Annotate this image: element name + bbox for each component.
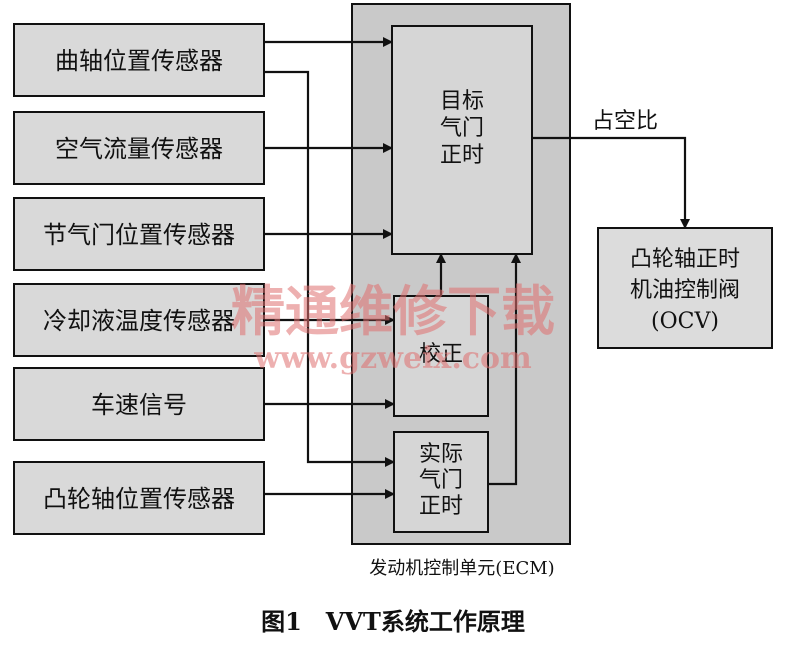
ocv-line3: (OCV) (651, 309, 719, 334)
sensor-label-crankshaft: 曲轴位置传感器 (55, 47, 223, 75)
sensor-box-speed (13, 367, 265, 441)
actual-timing-line2: 气门 (419, 468, 463, 493)
target-timing-line3: 正时 (440, 143, 484, 168)
sensor-label-throttle: 节气门位置传感器 (43, 221, 235, 249)
actual-timing-line3: 正时 (419, 494, 463, 519)
sensor-label-camshaft: 凸轮轴位置传感器 (43, 485, 235, 513)
sensor-box-airflow (13, 111, 265, 185)
target-timing-block (391, 25, 533, 255)
correction-label: 校正 (419, 342, 463, 367)
target-timing-line1: 目标 (440, 89, 484, 114)
target-timing-line2: 气门 (440, 116, 484, 141)
arrow-duty-to-ocv (532, 136, 690, 229)
sensor-box-coolant (13, 283, 265, 357)
watermark-url: www.gzweix.com (253, 341, 532, 376)
actual-timing-block (393, 431, 489, 533)
watermark-name: 精通维修下载 (231, 279, 555, 343)
sensor-box-camshaft (13, 461, 265, 535)
ecm-label: 发动机控制单元(ECM) (369, 558, 554, 579)
sensor-box-crankshaft (13, 23, 265, 97)
sensor-label-coolant: 冷却液温度传感器 (43, 307, 235, 335)
arrow-actual-to-target (488, 253, 521, 486)
figure-caption: 图1 VVT系统工作原理 (261, 607, 525, 636)
sensor-label-speed: 车速信号 (91, 391, 187, 419)
ocv-line2: 机油控制阀 (630, 278, 740, 303)
ocv-box (597, 227, 773, 349)
ocv-line1: 凸轮轴正时 (630, 247, 740, 272)
duty-ratio-label: 占空比 (592, 109, 658, 134)
arrow-crankshaft-to-actual (264, 70, 395, 467)
correction-block (393, 295, 489, 417)
actual-timing-line1: 实际 (419, 442, 463, 467)
sensor-label-airflow: 空气流量传感器 (55, 135, 223, 163)
